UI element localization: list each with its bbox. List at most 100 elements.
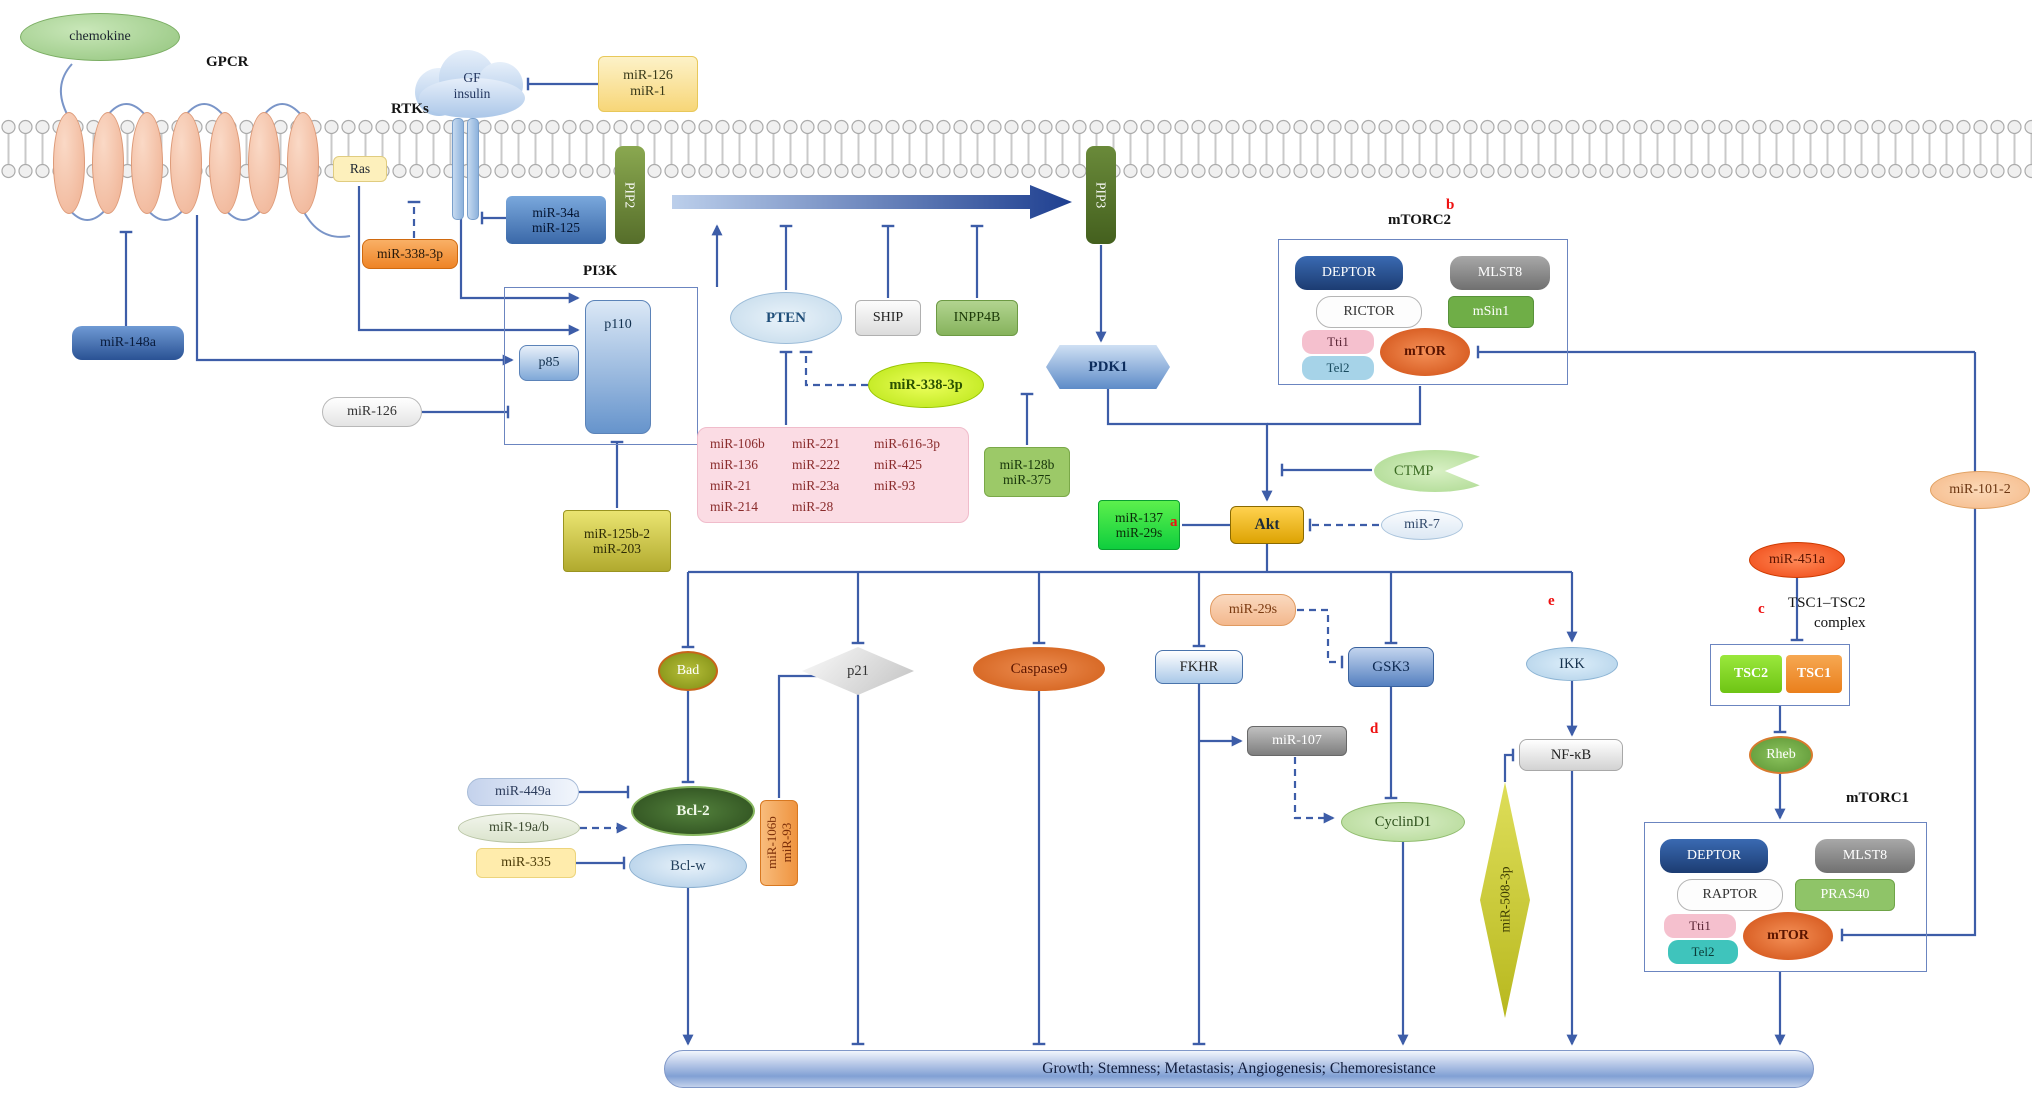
mir-label: miR-148a	[100, 335, 156, 351]
inpp4b-text: INPP4B	[953, 310, 1001, 326]
chemokine-text: chemokine	[69, 29, 131, 45]
ship-text: SHIP	[872, 310, 904, 326]
fkhr-node: FKHR	[1155, 650, 1243, 684]
tti1-text: Tti1	[1327, 333, 1349, 349]
tsc1-text: TSC1	[1796, 666, 1832, 682]
mir-label: miR-125b-2	[584, 525, 650, 541]
pip2-text: PIP2	[622, 181, 638, 209]
marker-e: e	[1548, 593, 1555, 609]
gf-insulin-text: GF insulin	[413, 50, 531, 122]
marker-c: c	[1758, 601, 1765, 617]
cyclind1-node: CyclinD1	[1341, 802, 1465, 842]
edge-mir508-inhibits-nfkb	[1503, 748, 1515, 782]
msin1-node: mSin1	[1448, 296, 1534, 328]
mtor-text: mTOR	[1404, 344, 1446, 360]
marker-a: a	[1170, 514, 1178, 530]
gpcr-helix	[170, 112, 202, 214]
pten-mir-column: miR-221 miR-222 miR-23a miR-28	[792, 433, 874, 517]
bad-node: Bad	[658, 651, 718, 691]
mir-335-box: miR-335	[476, 848, 576, 878]
akt-node: Akt	[1230, 506, 1304, 544]
tel2-text: Tel2	[1691, 943, 1715, 959]
mir-label: miR-106b	[710, 436, 765, 451]
rtk-receptor-stem	[467, 118, 479, 220]
pip2-node: PIP2	[615, 146, 645, 244]
mtorc2-tel2-node: Tel2	[1302, 356, 1374, 380]
gpcr-helix	[248, 112, 280, 214]
akt-text: Akt	[1254, 516, 1280, 534]
tsc1-node: TSC1	[1786, 655, 1842, 693]
ikk-text: IKK	[1559, 655, 1585, 672]
raptor-node: RAPTOR	[1677, 879, 1783, 911]
mtorc2-complex-box	[1278, 239, 1568, 385]
outcome-text: Growth; Stemness; Metastasis; Angiogenes…	[1042, 1060, 1436, 1078]
tsc2-text: TSC2	[1733, 666, 1769, 682]
mir-label: miR-93	[778, 823, 794, 863]
mtorc2-deptor-node: DEPTOR	[1295, 256, 1403, 290]
mtorc1-tti1-node: Tti1	[1664, 914, 1736, 938]
tel2-text: Tel2	[1326, 359, 1350, 375]
pras40-text: PRAS40	[1820, 887, 1870, 903]
rictor-node: RICTOR	[1316, 296, 1422, 328]
gpcr-helix	[53, 112, 85, 214]
mtor-text: mTOR	[1767, 928, 1809, 944]
pdk1-text: PDK1	[1088, 358, 1128, 375]
pip2-to-pip3-conversion-arrow	[672, 185, 1072, 219]
pten-node: PTEN	[730, 292, 842, 344]
mir-label: miR-203	[592, 541, 641, 556]
tti1-text: Tti1	[1689, 917, 1711, 933]
mir-label: miR-136	[710, 457, 759, 472]
mir-label: miR-28	[792, 499, 834, 514]
mir-34a-mir-125-box: miR-34a miR-125	[506, 196, 606, 244]
mtorc1-tel2-node: Tel2	[1668, 940, 1738, 964]
gpcr-helix	[131, 112, 163, 214]
pten-text: PTEN	[765, 309, 806, 326]
marker-d: d	[1370, 721, 1379, 737]
mir-rotated-labels: miR-106b miR-93	[763, 817, 794, 870]
mir-label: miR-449a	[495, 784, 551, 800]
mir-148a-box: miR-148a	[72, 326, 184, 360]
mir-338-3p-green-ellipse: miR-338-3p	[868, 362, 984, 408]
mir-label: miR-137	[1114, 509, 1163, 525]
ikk-node: IKK	[1526, 647, 1618, 681]
mir-label: miR-1	[630, 84, 666, 99]
p85-node: p85	[519, 345, 579, 381]
cyclind1-text: CyclinD1	[1374, 813, 1432, 830]
bcl2-text: Bcl-2	[676, 802, 710, 819]
mtorc2-label: mTORC2	[1388, 212, 1452, 228]
pip3-text: PIP3	[1093, 181, 1109, 209]
gf-text: GF	[463, 70, 481, 85]
tsc-complex-box	[1710, 644, 1850, 706]
fkhr-text: FKHR	[1179, 658, 1219, 675]
mir-label: miR-375	[1002, 472, 1051, 487]
insulin-text: insulin	[453, 86, 491, 101]
mlst8-text: MLST8	[1477, 265, 1523, 281]
pten-mir-panel: miR-106b miR-136 miR-21 miR-214 miR-221 …	[697, 427, 969, 523]
inpp4b-node: INPP4B	[936, 300, 1018, 336]
nfkb-node: NF-κB	[1519, 739, 1623, 771]
gsk3-node: GSK3	[1348, 647, 1434, 687]
mir-label: miR-451a	[1769, 552, 1825, 568]
pi3k-label: PI3K	[583, 263, 618, 279]
mir-126-mir-1-box: miR-126 miR-1	[598, 56, 698, 112]
edge-mir107-targets-cyclind1	[1293, 757, 1335, 824]
caspase9-node: Caspase9	[973, 647, 1105, 691]
mir-label: miR-338-3p	[377, 246, 443, 262]
mir-label: miR-508-3p	[1497, 866, 1513, 933]
ras-text: Ras	[349, 161, 371, 177]
ship-node: SHIP	[855, 300, 921, 336]
gpcr-helix	[287, 112, 319, 214]
p21-text: p21	[847, 662, 869, 679]
rictor-text: RICTOR	[1343, 304, 1395, 320]
msin1-text: mSin1	[1472, 304, 1510, 320]
mir-label: miR-125	[531, 220, 580, 235]
mir-label: miR-221	[792, 436, 841, 451]
rheb-node: Rheb	[1749, 736, 1813, 774]
tsc2-node: TSC2	[1720, 655, 1782, 693]
caspase9-text: Caspase9	[1010, 660, 1068, 677]
mir-label: miR-222	[792, 457, 841, 472]
tsc-complex-label-line1: TSC1–TSC2	[1788, 595, 1866, 611]
pip3-node: PIP3	[1086, 146, 1116, 244]
edge-mir101-2-inhibits-mtorc1	[1840, 352, 1977, 942]
